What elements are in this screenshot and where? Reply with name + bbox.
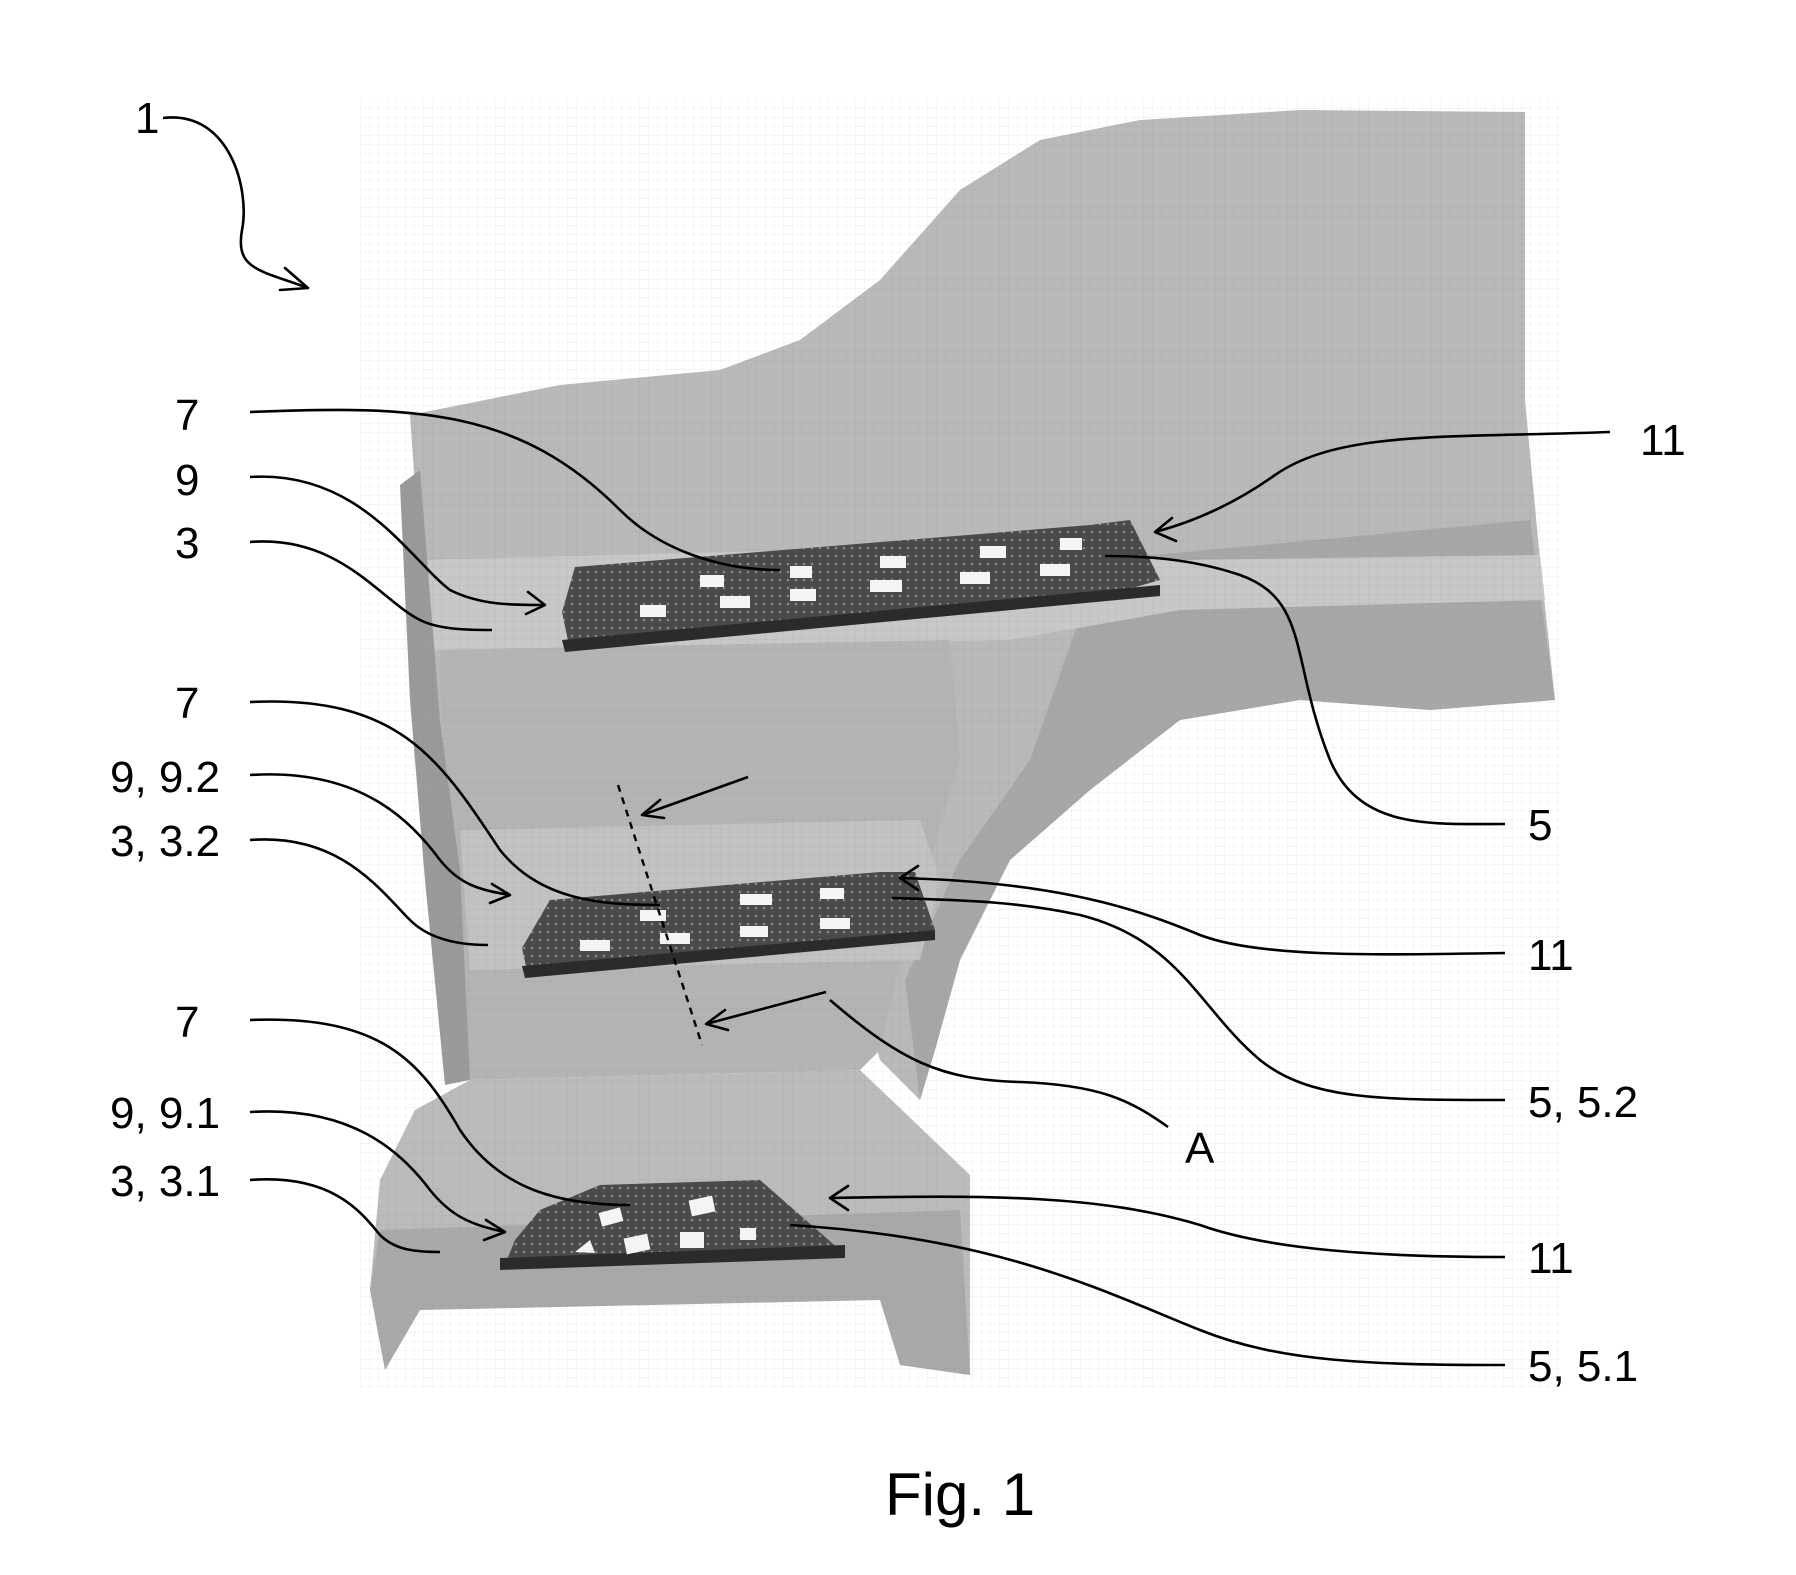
- upper-grid-plate: [562, 520, 1160, 652]
- mesh-overlay: [360, 100, 1560, 1390]
- middle-grid-plate: [522, 872, 935, 978]
- upper-plate-rim: [562, 585, 1160, 652]
- leader-axis-A: [829, 999, 1169, 1129]
- leader-lower-three: [249, 1178, 441, 1254]
- part-body: [360, 100, 1560, 1390]
- label-lower-three: 3, 3.1: [110, 1157, 220, 1206]
- leader-lower-nine: [249, 1110, 506, 1234]
- upper-plate-body: [562, 520, 1160, 650]
- label-middle-nine: 9, 9.2: [110, 753, 220, 802]
- label-middle-seven: 7: [175, 679, 199, 728]
- lower-plate-rim: [500, 1245, 845, 1270]
- lower-plate-holes: [575, 1195, 756, 1255]
- middle-plate-holes: [580, 888, 850, 951]
- leader-upper-seven: [249, 408, 781, 572]
- label-middle-three: 3, 3.2: [110, 817, 220, 866]
- leader-upper-five: [1104, 554, 1506, 826]
- label-upper-eleven: 11: [1640, 416, 1686, 465]
- leader-lower-five: [789, 1223, 1506, 1367]
- label-lower-five: 5, 5.1: [1528, 1342, 1638, 1391]
- leader-lower-seven: [249, 1018, 631, 1207]
- leader-lower-eleven: [829, 1195, 1506, 1259]
- label-axis-A: A: [1185, 1124, 1215, 1173]
- leader-upper-eleven: [1154, 430, 1611, 534]
- leader-upper-three: [249, 540, 493, 632]
- label-middle-five: 5, 5.2: [1528, 1078, 1638, 1127]
- upper-plate-holes: [640, 538, 1082, 617]
- leader-middle-three: [249, 838, 489, 947]
- lower-grid-plate: [500, 1180, 845, 1270]
- axis-A: [616, 775, 827, 1046]
- label-upper-three: 3: [175, 519, 199, 568]
- label-upper-seven: 7: [175, 391, 199, 440]
- label-middle-eleven: 11: [1528, 931, 1574, 980]
- label-upper-nine: 9: [175, 456, 199, 505]
- leader-middle-eleven: [899, 876, 1506, 956]
- label-lower-seven: 7: [175, 998, 199, 1047]
- assembly-arrowhead: [278, 266, 310, 292]
- axis-A-line: [616, 784, 704, 1046]
- label-upper-five: 5: [1528, 801, 1552, 850]
- figure-caption: Fig. 1: [885, 1461, 1035, 1528]
- middle-plate-rim: [522, 930, 935, 978]
- leader-upper-nine: [249, 475, 546, 607]
- leader-middle-seven: [249, 700, 661, 907]
- leader-middle-five: [891, 896, 1506, 1102]
- axis-A-upper-arrow: [641, 775, 749, 817]
- axis-A-lower-arrow: [705, 990, 827, 1026]
- leader-assembly: [162, 116, 309, 290]
- leader-middle-nine: [249, 773, 511, 897]
- label-lower-eleven: 11: [1528, 1234, 1574, 1283]
- label-lower-nine: 9, 9.1: [110, 1089, 220, 1138]
- label-assembly: 1: [135, 94, 159, 143]
